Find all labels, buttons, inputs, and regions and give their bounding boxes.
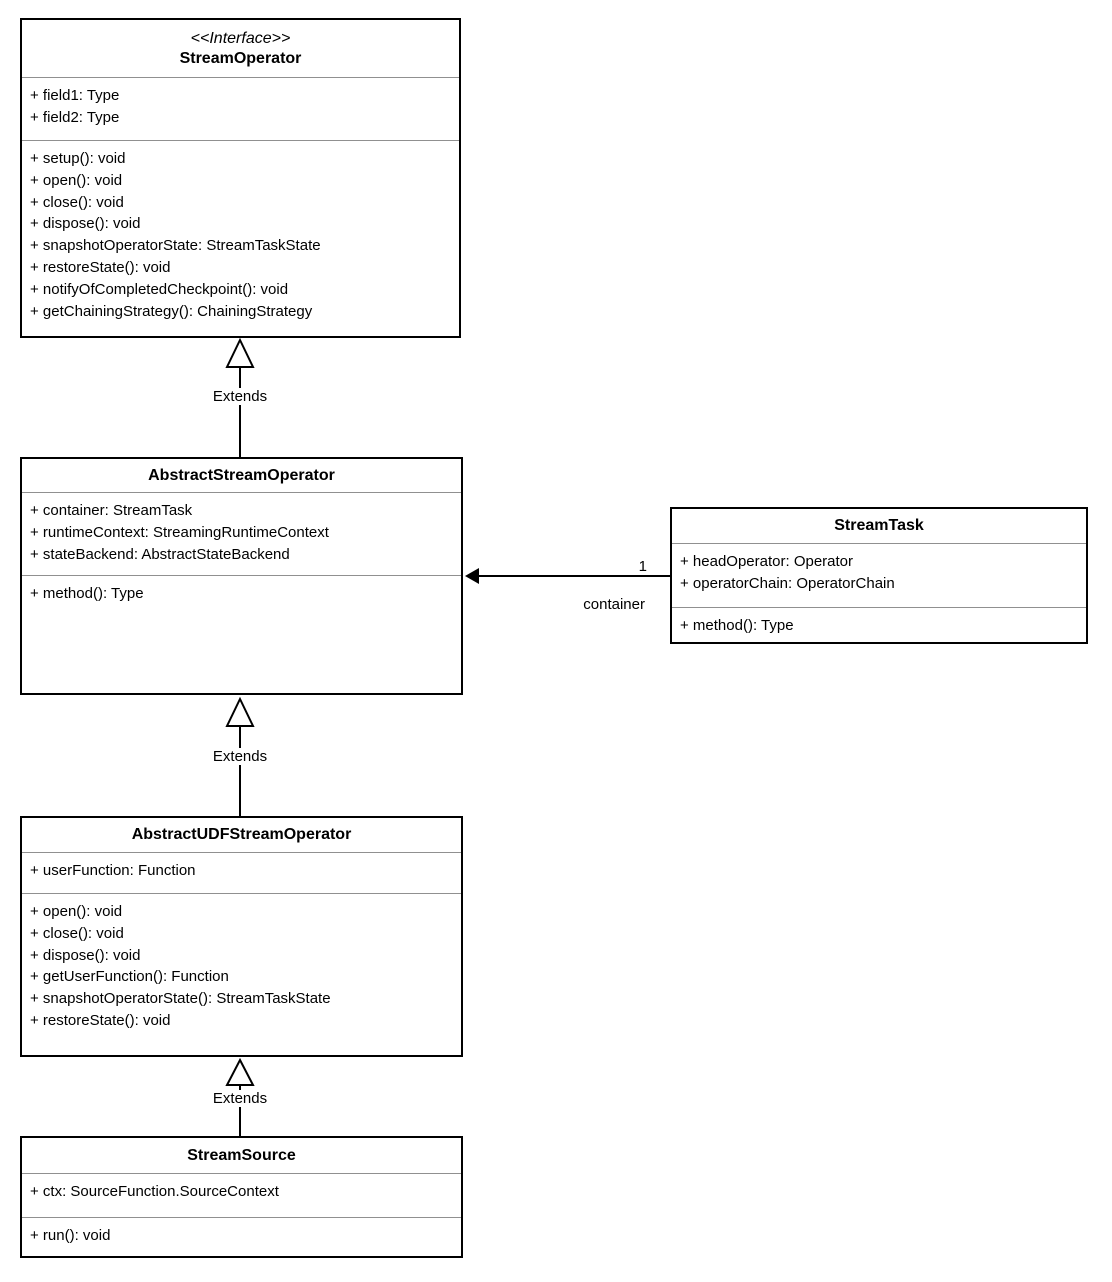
class-box-streamtask: StreamTask + headOperator: Operator + op… xyxy=(670,507,1088,644)
class-name: StreamSource xyxy=(187,1146,296,1164)
fields-compartment: + container: StreamTask + runtimeContext… xyxy=(22,492,461,575)
stereotype-label: <<Interface>> xyxy=(190,29,291,47)
method-item: + method(): Type xyxy=(680,617,794,634)
extends-label: Extends xyxy=(204,388,276,405)
methods-compartment: + method(): Type xyxy=(672,607,1086,642)
association-role-label: container xyxy=(583,596,645,613)
field-item: + field2: Type xyxy=(30,108,120,126)
class-box-abstractudfstreamoperator: AbstractUDFStreamOperator + userFunction… xyxy=(20,816,463,1057)
class-header: StreamTask xyxy=(672,509,1086,543)
fields-compartment: + headOperator: Operator + operatorChain… xyxy=(672,543,1086,607)
field-item: + headOperator: Operator xyxy=(680,553,854,570)
method-item: + close(): void xyxy=(30,924,124,942)
field-item: + stateBackend: AbstractStateBackend xyxy=(30,545,290,563)
method-item: + open(): void xyxy=(30,903,123,920)
field-item: + runtimeContext: StreamingRuntimeContex… xyxy=(30,523,329,541)
extends-label: Extends xyxy=(204,1090,276,1107)
extends-label: Extends xyxy=(204,748,276,765)
association-multiplicity-label: 1 xyxy=(638,558,647,575)
inheritance-arrow-icon xyxy=(225,696,255,727)
field-item: + container: StreamTask xyxy=(30,502,193,519)
class-name: AbstractUDFStreamOperator xyxy=(131,826,352,843)
fields-compartment: + ctx: SourceFunction.SourceContext xyxy=(22,1173,461,1217)
class-header: StreamSource xyxy=(22,1138,461,1173)
method-item: + run(): void xyxy=(30,1227,111,1244)
class-header: AbstractStreamOperator xyxy=(22,459,461,492)
class-name: StreamTask xyxy=(834,517,924,534)
class-box-streamoperator: <<Interface>> StreamOperator + field1: T… xyxy=(20,18,461,338)
method-item: + notifyOfCompletedCheckpoint(): void xyxy=(30,280,289,298)
field-item: + operatorChain: OperatorChain xyxy=(680,574,895,592)
field-item: + field1: Type xyxy=(30,87,120,104)
fields-compartment: + field1: Type + field2: Type xyxy=(22,77,459,140)
class-header: <<Interface>> StreamOperator xyxy=(22,20,459,77)
inheritance-arrow-icon xyxy=(225,337,255,368)
method-item: + getUserFunction(): Function xyxy=(30,968,229,986)
association-arrowhead-icon xyxy=(465,568,479,584)
field-item: + userFunction: Function xyxy=(30,862,196,879)
method-item: + snapshotOperatorState: StreamTaskState xyxy=(30,237,321,255)
method-item: + restoreState(): void xyxy=(30,1011,171,1029)
class-name: AbstractStreamOperator xyxy=(148,466,335,484)
method-item: + dispose(): void xyxy=(30,946,141,964)
inheritance-arrow-icon xyxy=(225,1057,255,1086)
methods-compartment: + setup(): void + open(): void + close()… xyxy=(22,140,459,336)
class-box-streamsource: StreamSource + ctx: SourceFunction.Sourc… xyxy=(20,1136,463,1258)
method-item: + setup(): void xyxy=(30,150,126,167)
fields-compartment: + userFunction: Function xyxy=(22,852,461,893)
methods-compartment: + open(): void + close(): void + dispose… xyxy=(22,893,461,1055)
class-box-abstractstreamoperator: AbstractStreamOperator + container: Stre… xyxy=(20,457,463,695)
methods-compartment: + run(): void xyxy=(22,1217,461,1256)
method-item: + close(): void xyxy=(30,193,124,211)
class-header: AbstractUDFStreamOperator xyxy=(22,818,461,852)
method-item: + snapshotOperatorState(): StreamTaskSta… xyxy=(30,990,331,1008)
field-item: + ctx: SourceFunction.SourceContext xyxy=(30,1183,279,1200)
method-item: + dispose(): void xyxy=(30,215,141,233)
method-item: + getChainingStrategy(): ChainingStrateg… xyxy=(30,302,313,320)
class-name: StreamOperator xyxy=(179,49,302,67)
method-item: + method(): Type xyxy=(30,585,144,602)
method-item: + restoreState(): void xyxy=(30,258,171,276)
methods-compartment: + method(): Type xyxy=(22,575,461,693)
method-item: + open(): void xyxy=(30,171,123,189)
